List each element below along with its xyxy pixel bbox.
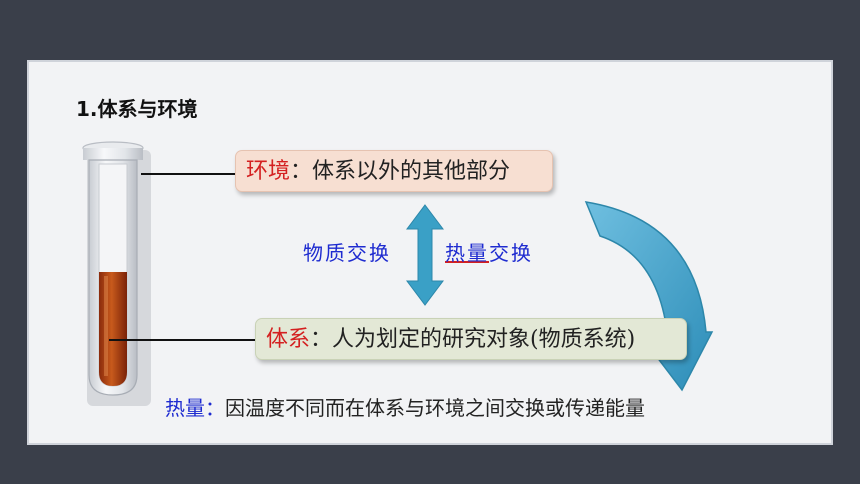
matter-exchange-label: 物质交换 <box>303 241 391 265</box>
heat-definition: 热量：因温度不同而在体系与环境之间交换或传递能量 <box>165 392 645 421</box>
test-tube-icon <box>82 141 151 406</box>
heat-exchange-suffix: 交换 <box>489 241 533 265</box>
heat-exchange-term: 热量 <box>445 241 489 265</box>
curved-arrow-icon <box>584 201 714 392</box>
double-arrow-icon <box>406 204 444 306</box>
system-pointer-line <box>109 339 255 341</box>
system-term: 体系 <box>266 327 311 352</box>
slide-title: 1.体系与环境 <box>76 97 198 121</box>
system-definition: ：人为划定的研究对象(物质系统) <box>310 327 636 352</box>
environment-pointer-line <box>141 173 235 175</box>
heat-definition-text: 因温度不同而在体系与环境之间交换或传递能量 <box>225 396 645 420</box>
system-box: 体系：人为划定的研究对象(物质系统) <box>255 318 687 360</box>
environment-definition: ：体系以外的其他部分 <box>290 159 511 184</box>
environment-term: 环境 <box>246 159 291 184</box>
environment-box: 环境：体系以外的其他部分 <box>235 150 553 192</box>
heat-term: 热量： <box>165 396 225 420</box>
slide-canvas: 1.体系与环境 <box>27 60 833 445</box>
heat-exchange-label: 热量交换 <box>445 237 533 266</box>
